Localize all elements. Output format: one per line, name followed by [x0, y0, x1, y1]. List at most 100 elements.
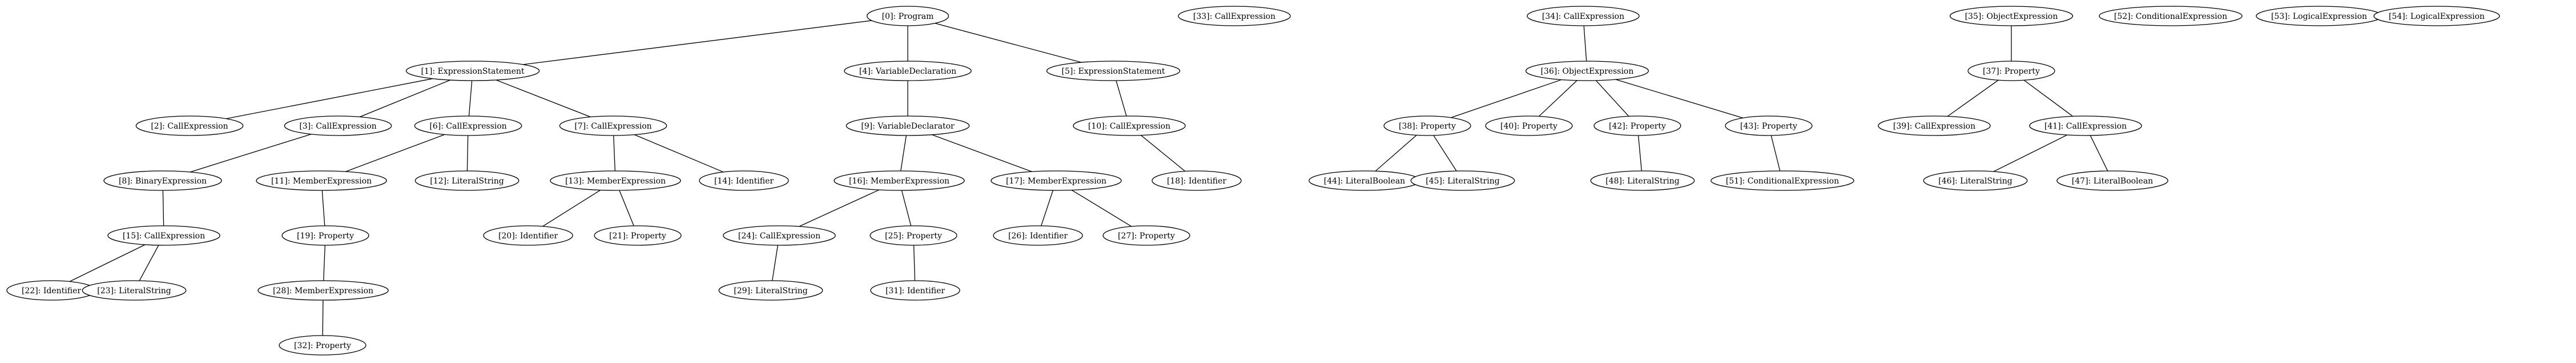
edge-n13-n20: [542, 189, 601, 227]
node-ellipse: [718, 280, 823, 301]
edge-n36-n43: [1615, 79, 1743, 118]
tree-node-n10: [10]: CallExpression: [1073, 115, 1186, 136]
node-label: [34]: CallExpression: [1542, 12, 1624, 21]
node-ellipse: [1967, 61, 2055, 81]
edge-n15-n22: [69, 244, 146, 282]
node-ellipse: [2099, 6, 2243, 26]
tree-node-n27: [27]: Property: [1102, 225, 1190, 246]
edge-n0-n5: [935, 23, 1082, 63]
node-ellipse: [1923, 170, 2028, 191]
node-ellipse: [1590, 170, 1695, 191]
node-label: [24]: CallExpression: [738, 232, 820, 241]
node-label: [16]: MemberExpression: [849, 177, 949, 186]
edge-n16-n25: [901, 190, 912, 226]
tree-node-n12: [12]: LiteralString: [414, 170, 520, 191]
node-label: [17]: MemberExpression: [1006, 177, 1106, 186]
tree-node-n31: [31]: Identifier: [870, 280, 960, 301]
node-ellipse: [1949, 6, 2074, 26]
tree-node-n53: [53]: LogicalExpression: [2256, 6, 2382, 26]
edge-n13-n21: [619, 190, 634, 226]
edge-n36-n42: [1595, 80, 1629, 117]
edge-n1-n7: [496, 79, 591, 118]
node-ellipse: [256, 170, 387, 191]
node-ellipse: [1485, 115, 1573, 136]
tree-node-n5: [5]: ExpressionStatement: [1046, 61, 1181, 81]
tree-node-n19: [19]: Property: [281, 225, 369, 246]
edge-layer: [69, 20, 2108, 336]
edge-n5-n10: [1116, 80, 1127, 117]
node-ellipse: [107, 225, 220, 246]
tree-node-n51: [51]: ConditionalExpression: [1710, 170, 1854, 191]
edge-n36-n40: [1539, 80, 1577, 117]
node-label: [48]: LiteralString: [1605, 177, 1680, 186]
tree-node-n24: [24]: CallExpression: [723, 225, 836, 246]
node-label: [35]: ObjectExpression: [1965, 12, 2058, 21]
node-label: [26]: Identifier: [1008, 232, 1068, 241]
tree-node-n41: [41]: CallExpression: [2029, 115, 2142, 136]
node-label: [41]: CallExpression: [2044, 122, 2127, 131]
node-ellipse: [2056, 170, 2168, 191]
edge-n3-n8: [190, 134, 312, 173]
edge-n37-n41: [2023, 79, 2073, 117]
edge-n0-n1: [523, 20, 872, 65]
node-label: [51]: ConditionalExpression: [1726, 177, 1839, 186]
node-ellipse: [594, 225, 682, 246]
node-ellipse: [1383, 115, 1471, 136]
node-label: [38]: Property: [1399, 122, 1456, 131]
edge-n6-n11: [345, 134, 445, 172]
node-ellipse: [483, 225, 573, 246]
node-label: [40]: Property: [1500, 122, 1557, 131]
edge-n10-n18: [1141, 135, 1186, 172]
node-label: [0]: Program: [882, 12, 934, 21]
tree-node-n7: [7]: CallExpression: [559, 115, 667, 136]
node-label: [27]: Property: [1118, 232, 1175, 241]
node-label: [28]: MemberExpression: [273, 286, 373, 296]
node-label: [42]: Property: [1609, 122, 1666, 131]
edge-n17-n27: [1071, 189, 1132, 227]
node-ellipse: [699, 170, 789, 191]
node-ellipse: [559, 115, 667, 136]
node-ellipse: [1525, 61, 1649, 81]
node-ellipse: [1152, 170, 1242, 191]
tree-node-n15: [15]: CallExpression: [107, 225, 220, 246]
edge-n37-n39: [1947, 79, 1999, 117]
node-ellipse: [866, 6, 949, 26]
tree-node-n42: [42]: Property: [1593, 115, 1681, 136]
tree-node-n32: [32]: Property: [279, 335, 367, 356]
node-ellipse: [284, 115, 392, 136]
tree-node-n25: [25]: Property: [870, 225, 957, 246]
tree-node-n37: [37]: Property: [1967, 61, 2055, 81]
node-label: [1]: ExpressionStatement: [421, 67, 524, 76]
node-ellipse: [993, 225, 1083, 246]
tree-node-n1: [1]: ExpressionStatement: [405, 61, 540, 81]
tree-node-n52: [52]: ConditionalExpression: [2099, 6, 2243, 26]
edge-n1-n3: [359, 79, 450, 118]
tree-node-n13: [13]: MemberExpression: [550, 170, 681, 191]
node-ellipse: [257, 280, 389, 301]
tree-node-n21: [21]: Property: [594, 225, 682, 246]
tree-node-n40: [40]: Property: [1485, 115, 1573, 136]
tree-node-n48: [48]: LiteralString: [1590, 170, 1695, 191]
tree-node-n22: [22]: Identifier: [6, 280, 96, 301]
edge-n7-n13: [613, 135, 615, 171]
tree-node-n18: [18]: Identifier: [1152, 170, 1242, 191]
node-ellipse: [414, 115, 522, 136]
tree-node-n0: [0]: Program: [866, 6, 949, 26]
node-label: [45]: LiteralString: [1426, 177, 1500, 186]
edge-n1-n6: [468, 80, 473, 117]
node-ellipse: [870, 225, 957, 246]
node-ellipse: [1878, 115, 1991, 136]
tree-node-n17: [17]: MemberExpression: [991, 170, 1122, 191]
node-label: [25]: Property: [885, 232, 942, 241]
tree-node-n11: [11]: MemberExpression: [256, 170, 387, 191]
node-ellipse: [281, 225, 369, 246]
edge-n38-n44: [1375, 134, 1417, 171]
node-label: [39]: CallExpression: [1893, 122, 1975, 131]
node-label: [54]: LogicalExpression: [2389, 12, 2485, 21]
edge-n6-n12: [466, 135, 469, 171]
tree-node-n3: [3]: CallExpression: [284, 115, 392, 136]
node-label: [10]: CallExpression: [1088, 122, 1170, 131]
edge-n9-n16: [900, 135, 907, 171]
node-label: [36]: ObjectExpression: [1541, 67, 1634, 76]
edge-n43-n51: [1770, 135, 1781, 171]
